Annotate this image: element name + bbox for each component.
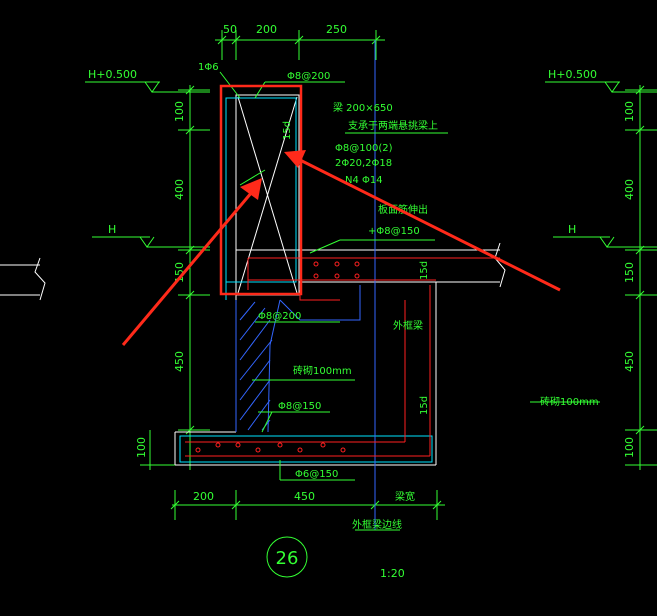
dim-bottom-450: 450 xyxy=(294,490,315,503)
label-slab-extend: 板面筋伸出 xyxy=(378,203,428,216)
highlight-arrow-left xyxy=(121,178,262,346)
label-beam-edge: 外框梁边线 xyxy=(352,518,402,531)
dim-right-100-bottom: 100 xyxy=(623,437,636,458)
dim-top-50: 50 xyxy=(223,23,237,36)
label-1phi6: 1Φ6 xyxy=(198,62,219,73)
level-right-mid-label: H xyxy=(568,223,576,236)
dim-right-100-top: 100 xyxy=(623,101,636,122)
dim-right-400: 400 xyxy=(623,179,636,200)
dim-top-250: 250 xyxy=(326,23,347,36)
top-dimension-chain xyxy=(215,30,385,60)
dim-bottom-200: 200 xyxy=(193,490,214,503)
dim-left-400: 400 xyxy=(173,179,186,200)
label-beam-support: 支承于两端悬挑梁上 xyxy=(348,119,438,132)
detail-scale: 1:20 xyxy=(380,567,405,580)
rebar-red xyxy=(185,257,500,457)
label-brick-right: 砖砌100mm xyxy=(540,395,599,408)
label-bar-200: Φ8@200 xyxy=(258,311,301,322)
cyan-formwork-lines xyxy=(179,97,433,463)
label-long-bars: 2Φ20,2Φ18 xyxy=(335,158,392,169)
label-15d-bottom: 15d xyxy=(419,396,430,415)
dim-top-200: 200 xyxy=(256,23,277,36)
label-15d-top: 15d xyxy=(282,121,293,140)
label-brick-left: 砖砌100mm xyxy=(293,364,352,377)
rebar-dots xyxy=(195,261,360,453)
label-bar-150: Φ8@150 xyxy=(278,401,321,412)
leader-lines xyxy=(219,71,600,531)
level-marker-left-mid xyxy=(92,236,210,248)
label-top-rebar: Φ8@200 xyxy=(287,71,330,82)
label-slab-bar: +Φ8@150 xyxy=(368,226,420,237)
level-marker-left-top xyxy=(85,81,210,93)
dim-left-100-top: 100 xyxy=(173,101,186,122)
dim-right-150: 150 xyxy=(623,262,636,283)
level-right-top-label: H+0.500 xyxy=(548,68,597,81)
level-marker-right-mid xyxy=(553,236,657,248)
label-beam-width: 梁宽 xyxy=(395,490,415,503)
label-outer-beam: 外框梁 xyxy=(393,319,423,332)
dim-left-100-bottom: 100 xyxy=(135,437,148,458)
right-dimension-chain xyxy=(625,85,657,470)
label-bottom-bar: Φ6@150 xyxy=(295,469,338,480)
detail-number: 26 xyxy=(276,548,299,569)
level-left-mid-label: H xyxy=(108,223,116,236)
label-stirrup: Φ8@100(2) xyxy=(335,143,393,154)
label-waist-bars: N4 Φ14 xyxy=(345,175,383,186)
break-line-left xyxy=(0,257,46,301)
level-marker-right-top xyxy=(545,81,657,93)
highlight-box xyxy=(219,84,303,296)
detail-bubble xyxy=(266,536,308,578)
highlight-arrow-right xyxy=(284,150,561,292)
dim-left-450: 450 xyxy=(173,351,186,372)
label-beam-size: 梁 200×650 xyxy=(333,101,393,114)
level-left-top-label: H+0.500 xyxy=(88,68,137,81)
dim-right-450: 450 xyxy=(623,351,636,372)
break-line-right xyxy=(494,242,506,288)
label-15d-mid: 15d xyxy=(419,261,430,280)
dim-left-150: 150 xyxy=(173,262,186,283)
